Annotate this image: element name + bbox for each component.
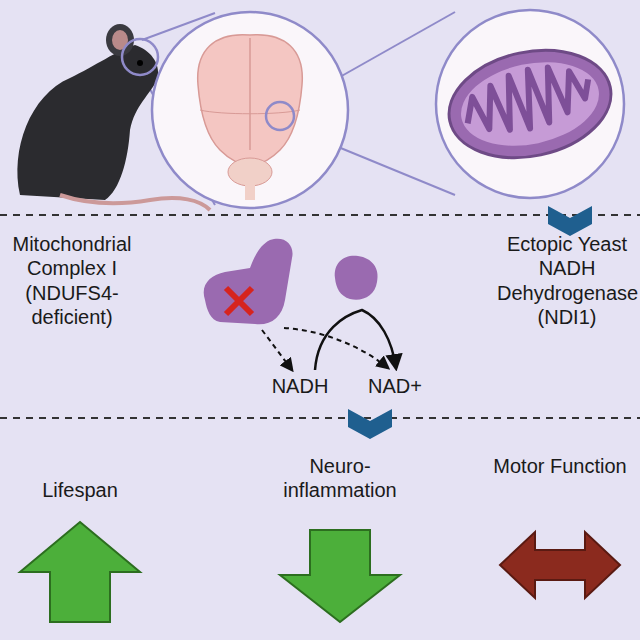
metabolite-label: NAD+	[360, 374, 430, 398]
outcome-label: Motor Function	[485, 454, 635, 478]
dashed-arrow	[284, 328, 388, 368]
complex-i	[204, 239, 293, 325]
down-arrow	[280, 530, 400, 622]
divider	[0, 215, 640, 418]
double-arrow	[500, 532, 620, 598]
up-arrow	[20, 522, 140, 622]
mitochondrion	[436, 10, 624, 198]
enzyme-label: Ectopic Yeast NADH Dehydrogenase (NDI1)	[497, 232, 637, 330]
ndi1-enzyme	[335, 256, 378, 300]
metabolite-label: NADH	[265, 374, 335, 398]
reaction-arrow	[315, 310, 396, 370]
dashed-arrow	[262, 330, 292, 370]
chevron	[348, 409, 392, 439]
outcome-label: Lifespan	[5, 478, 155, 502]
brain	[152, 12, 348, 208]
complex-label: Mitochondrial Complex I (NDUFS4- deficie…	[4, 232, 140, 330]
chevron	[548, 206, 592, 236]
red-x	[226, 288, 252, 314]
outcome-label: Neuro- inflammation	[265, 454, 415, 503]
